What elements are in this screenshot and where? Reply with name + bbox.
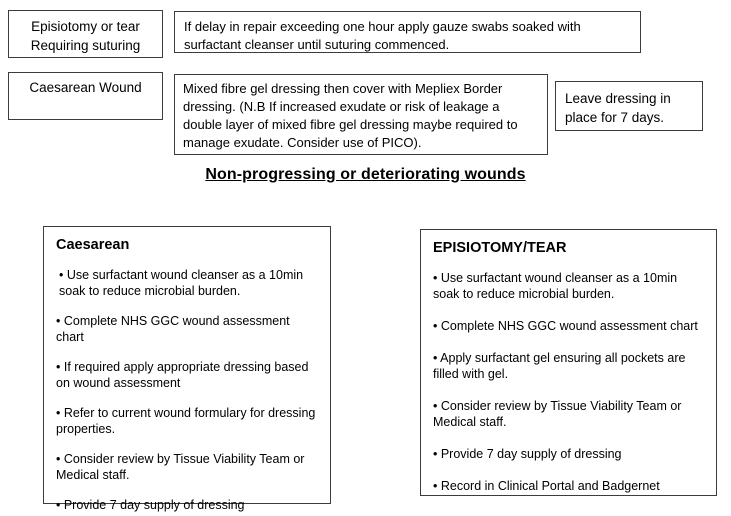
flow-label-caesarean-text: Caesarean Wound	[29, 80, 142, 95]
list-item: • Provide 7 day supply of dressing	[56, 498, 245, 512]
list-item: • Record in Clinical Portal and Badgerne…	[433, 479, 660, 493]
flow-instruction-episiotomy: If delay in repair exceeding one hour ap…	[174, 11, 641, 53]
card-episiotomy-tear-content: EPISIOTOMY/TEAR • Use surfactant wound c…	[421, 230, 716, 494]
list-item: • Provide 7 day supply of dressing	[433, 447, 622, 461]
flow-label-episiotomy: Episiotomy or tear Requiring suturing	[8, 10, 163, 58]
section-heading: Non-progressing or deteriorating wounds	[0, 166, 731, 184]
list-item: • Complete NHS GGC wound assessment char…	[56, 314, 290, 344]
list-item: • Complete NHS GGC wound assessment char…	[433, 319, 698, 333]
section-heading-text: Non-progressing or deteriorating wounds	[205, 166, 526, 183]
flow-label-episiotomy-text: Episiotomy or tear Requiring suturing	[30, 19, 141, 53]
flow-label-caesarean: Caesarean Wound	[8, 72, 163, 120]
list-item: • Refer to current wound formulary for d…	[56, 406, 316, 436]
flow-instruction-caesarean: Mixed fibre gel dressing then cover with…	[174, 74, 548, 155]
card-episiotomy-tear-bullets: • Use surfactant wound cleanser as a 10m…	[433, 270, 704, 494]
flow-note-leave-dressing-text: Leave dressing in place for 7 days.	[565, 91, 675, 125]
list-item: • Apply surfactant gel ensuring all pock…	[433, 351, 686, 381]
flow-instruction-caesarean-text: Mixed fibre gel dressing then cover with…	[183, 81, 522, 150]
flow-instruction-episiotomy-text: If delay in repair exceeding one hour ap…	[184, 19, 585, 52]
card-caesarean: Caesarean • Use surfactant wound cleanse…	[43, 226, 331, 512]
list-item: • Use surfactant wound cleanser as a 10m…	[59, 268, 304, 298]
card-caesarean-bullets: • Use surfactant wound cleanser as a 10m…	[56, 267, 318, 513]
list-item: • If required apply appropriate dressing…	[56, 360, 309, 390]
card-caesarean-content: Caesarean • Use surfactant wound cleanse…	[44, 227, 330, 513]
flow-note-leave-dressing: Leave dressing in place for 7 days.	[555, 81, 703, 131]
list-item: • Consider review by Tissue Viability Te…	[433, 399, 682, 429]
card-caesarean-title: Caesarean	[56, 237, 130, 253]
card-episiotomy-tear: EPISIOTOMY/TEAR • Use surfactant wound c…	[420, 229, 717, 496]
list-item: • Consider review by Tissue Viability Te…	[56, 452, 305, 482]
list-item: • Use surfactant wound cleanser as a 10m…	[433, 271, 678, 301]
card-episiotomy-tear-title: EPISIOTOMY/TEAR	[433, 240, 567, 256]
